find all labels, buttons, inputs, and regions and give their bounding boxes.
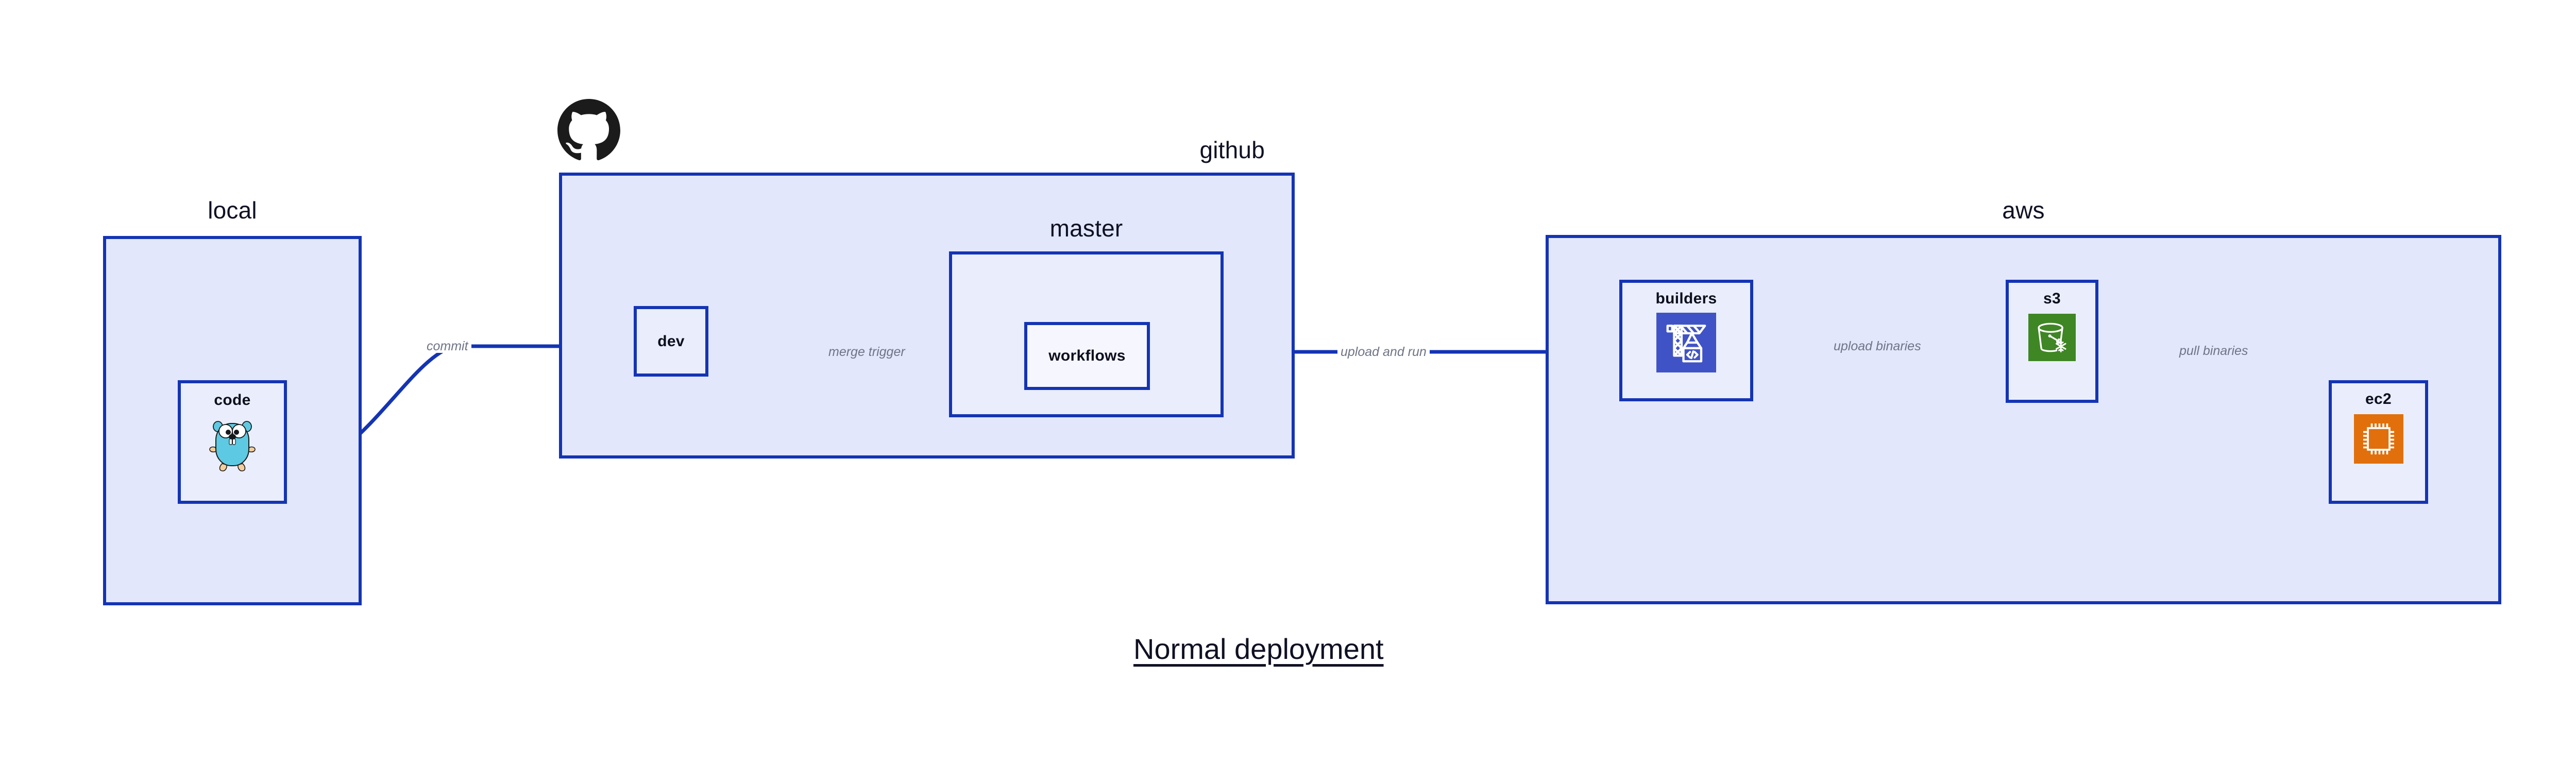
- node-s3[interactable]: s3: [2006, 280, 2098, 403]
- go-gopher-icon: [208, 415, 257, 476]
- group-label-master: master: [1049, 215, 1123, 242]
- group-label-aws: aws: [2002, 197, 2045, 224]
- node-dev-label: dev: [657, 332, 685, 350]
- node-builders[interactable]: builders: [1619, 280, 1753, 401]
- node-code[interactable]: code: [178, 380, 287, 504]
- edge-label-pull-binaries: pull binaries: [2176, 345, 2251, 358]
- node-s3-label: s3: [2043, 290, 2061, 307]
- edge-label-upload-binaries: upload binaries: [1831, 340, 1924, 353]
- node-code-label: code: [214, 392, 251, 409]
- group-label-github: github: [1199, 137, 1265, 163]
- node-builders-label: builders: [1655, 290, 1717, 307]
- diagram-caption: Normal deployment: [1133, 633, 1384, 665]
- aws-s3-glacier-icon: [2028, 314, 2076, 364]
- aws-ec2-icon: [2353, 414, 2403, 466]
- node-dev[interactable]: dev: [634, 306, 708, 377]
- node-workflows[interactable]: workflows: [1024, 322, 1150, 390]
- edge-label-merge-trigger: merge trigger: [825, 346, 908, 359]
- node-ec2[interactable]: ec2: [2329, 380, 2428, 504]
- edge-label-upload-and-run: upload and run: [1337, 346, 1430, 359]
- aws-codebuild-icon: [1656, 313, 1716, 375]
- node-workflows-label: workflows: [1048, 347, 1126, 364]
- group-label-local: local: [208, 197, 257, 224]
- edge-label-commit: commit: [423, 340, 471, 353]
- github-octocat-icon: [557, 99, 620, 164]
- node-ec2-label: ec2: [2365, 390, 2392, 408]
